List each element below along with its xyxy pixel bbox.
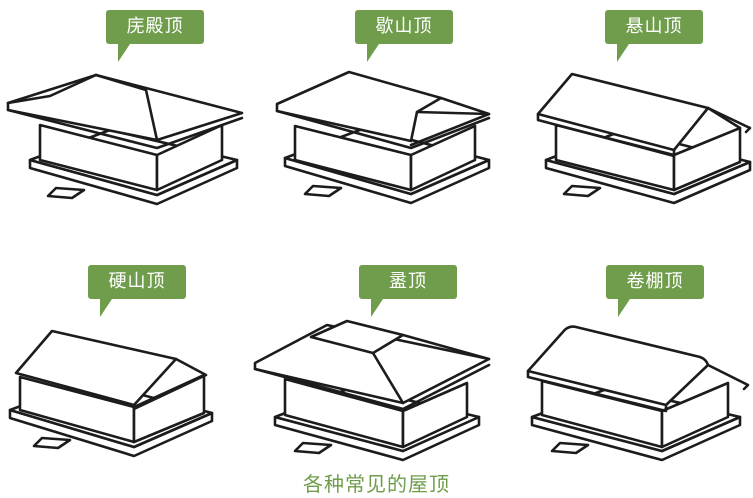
roof-panel-overhang-gable: 悬山顶: [502, 0, 753, 234]
callout-tail: [118, 44, 130, 62]
callout-tail: [371, 299, 383, 317]
roof-label-callout: 歇山顶: [355, 10, 453, 44]
roof-label: 悬山顶: [625, 16, 683, 37]
round-ridge-roof-house-illustration: [526, 325, 750, 462]
roof-label: 歇山顶: [375, 16, 433, 37]
roof-panel-gable-hip: 歇山顶: [251, 0, 502, 234]
roof-panel-flush-gable: 硬山顶: [0, 255, 251, 489]
roof-panel-hip: 庑殿顶: [0, 0, 251, 234]
callout-tail: [100, 299, 112, 317]
overhang-gable-roof-house-illustration: [536, 72, 752, 205]
callout-tail: [617, 44, 629, 62]
hip-roof-house-illustration: [6, 73, 244, 206]
roof-label-callout: 盝顶: [359, 265, 457, 299]
flush-gable-roof-house-illustration: [8, 329, 214, 458]
roof-label: 硬山顶: [108, 271, 166, 292]
roof-label: 庑殿顶: [126, 16, 184, 37]
flat-top-roof-house-illustration: [253, 319, 491, 462]
gable-hip-roof-house-illustration: [275, 70, 491, 205]
figure-caption: 各种常见的屋顶: [303, 472, 450, 496]
roof-label-callout: 悬山顶: [605, 10, 703, 44]
roof-label-callout: 硬山顶: [88, 265, 186, 299]
callout-tail: [367, 44, 379, 62]
roof-panel-flat-top: 盝顶: [251, 255, 502, 489]
callout-tail: [618, 299, 630, 317]
roof-label-callout: 庑殿顶: [106, 10, 204, 44]
roof-panel-round-ridge: 卷棚顶: [502, 255, 753, 489]
roof-label: 盝顶: [389, 271, 427, 292]
roof-label: 卷棚顶: [626, 271, 684, 292]
roof-label-callout: 卷棚顶: [606, 265, 704, 299]
